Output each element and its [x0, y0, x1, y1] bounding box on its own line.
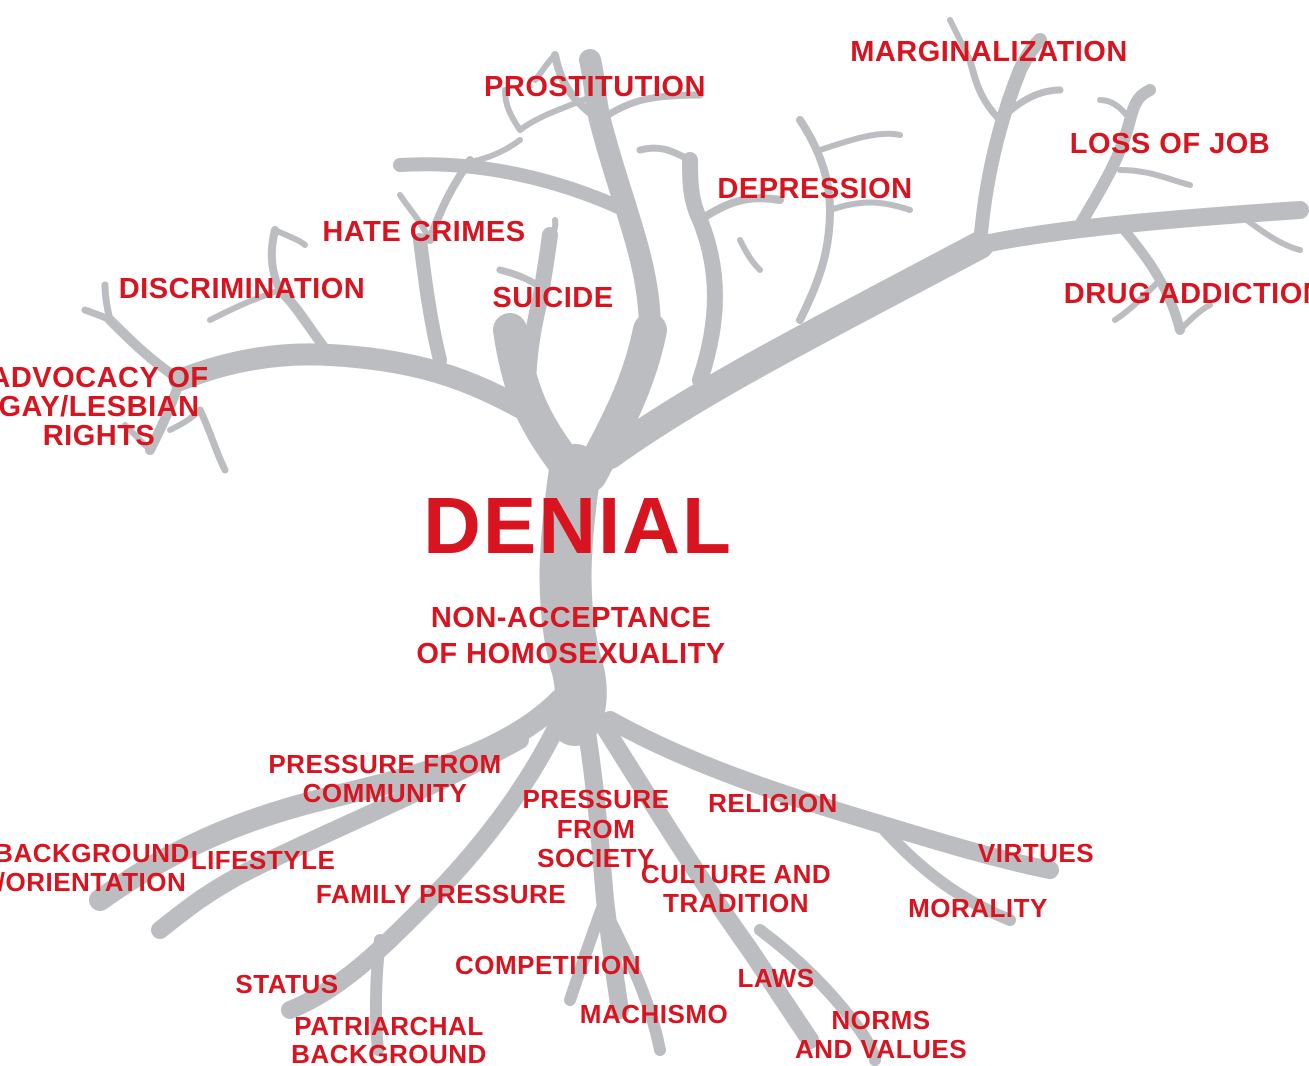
label-pressure-society-line3: SOCIETY [537, 843, 655, 873]
twig [196, 406, 229, 474]
label-depression: DEPRESSION [717, 173, 912, 205]
label-religion: RELIGION [708, 788, 838, 818]
label-patriarchal-line2: BACKGROUND [291, 1039, 487, 1066]
label-status: STATUS [235, 969, 338, 999]
branch-depression [682, 152, 723, 388]
tree-illustration [81, 17, 1309, 1066]
label-suicide: SUICIDE [492, 282, 613, 314]
twig [547, 217, 559, 243]
branch-right-long [971, 201, 1309, 254]
root-left-family [281, 721, 564, 1019]
label-marginalization: MARGINALIZATION [850, 36, 1128, 68]
twig [517, 92, 598, 133]
twig [122, 422, 153, 453]
root-patriarchal [369, 934, 386, 1056]
branch-suicide [520, 227, 558, 428]
branch-prostitution [579, 49, 661, 341]
twig [1237, 212, 1303, 253]
label-patriarchal-line1: PATRIARCHAL [294, 1011, 483, 1041]
label-culture-line1: CULTURE AND [641, 859, 831, 889]
twig [167, 407, 203, 433]
trunk [539, 444, 607, 746]
label-hate-crimes: HATE CRIMES [322, 216, 525, 248]
twig [496, 266, 549, 294]
label-norms-line1: NORMS [831, 1005, 930, 1035]
twig [1117, 167, 1193, 188]
label-family-pressure: FAMILY PRESSURE [316, 879, 566, 909]
twig [996, 86, 1064, 124]
twig [1177, 302, 1213, 333]
twig [397, 192, 433, 243]
twig [966, 56, 1004, 124]
twig [207, 287, 283, 323]
label-machismo: MACHISMO [580, 999, 728, 1029]
label-loss-of-job: LOSS OF JOB [1070, 128, 1270, 160]
label-competition: COMPETITION [455, 950, 641, 980]
center-subtitle-line2: OF HOMOSEXUALITY [416, 638, 725, 670]
label-prostitution: PROSTITUTION [484, 71, 706, 103]
twig [827, 199, 913, 213]
label-background-line2: /ORIENTATION [0, 867, 186, 897]
twig [145, 375, 185, 455]
label-virtues: VIRTUES [978, 838, 1094, 868]
twig [81, 306, 114, 324]
twig [267, 226, 284, 294]
label-advocacy-line1: ADVOCACY OF [0, 362, 209, 394]
label-pressure-community-line1: PRESSURE FROM [268, 749, 501, 779]
trunk-upper-right [596, 231, 994, 469]
twig [532, 52, 558, 83]
label-pressure-society-line1: PRESSURE [522, 784, 669, 814]
twig [1112, 277, 1163, 323]
label-discrimination: DISCRIMINATION [119, 273, 366, 305]
twig [1097, 97, 1133, 123]
label-advocacy-line2: GAY/LESBIAN [0, 391, 200, 423]
label-lifestyle: LIFESTYLE [191, 845, 336, 875]
root-right-laws [754, 924, 881, 1066]
root-left-lifestyle [151, 731, 529, 939]
label-culture-line2: TRADITION [663, 888, 809, 918]
root-center-right [604, 914, 666, 1056]
twig [737, 237, 763, 273]
twig [636, 144, 694, 164]
twig [275, 285, 335, 360]
branch-drug-addiction [1115, 220, 1185, 335]
twig [101, 281, 114, 324]
root-center [576, 711, 629, 1019]
branch-hate-crimes [393, 157, 632, 217]
label-laws: LAWS [737, 963, 814, 993]
twig [817, 130, 903, 153]
label-drug-addiction: DRUG ADDICTION [1064, 278, 1309, 310]
label-pressure-community-line2: COMMUNITY [303, 778, 468, 808]
twig [105, 315, 185, 385]
branch-left-upper [413, 233, 447, 367]
center-title: DENIAL [423, 481, 733, 570]
twig [947, 17, 973, 63]
label-pressure-society-line2: FROM [557, 814, 636, 844]
root-right-morality [874, 819, 1016, 926]
branch-marginalization [973, 33, 1047, 252]
branch-left-main [169, 343, 536, 421]
label-morality: MORALITY [908, 893, 1048, 923]
twig [426, 156, 474, 244]
twig [696, 194, 784, 224]
label-norms-line2: AND VALUES [795, 1034, 967, 1064]
twig [502, 87, 523, 133]
label-advocacy-line3: RIGHTS [43, 420, 156, 452]
twig [596, 91, 704, 124]
branch-loss-of-job [1074, 84, 1156, 231]
twig [551, 51, 604, 124]
label-background-line1: BACKGROUND [0, 838, 190, 868]
twig [272, 227, 308, 248]
root-right-culture [591, 711, 819, 1049]
root-center-left [564, 894, 611, 1006]
center-subtitle-line1: NON-ACCEPTANCE [431, 602, 711, 634]
twig [467, 137, 523, 165]
